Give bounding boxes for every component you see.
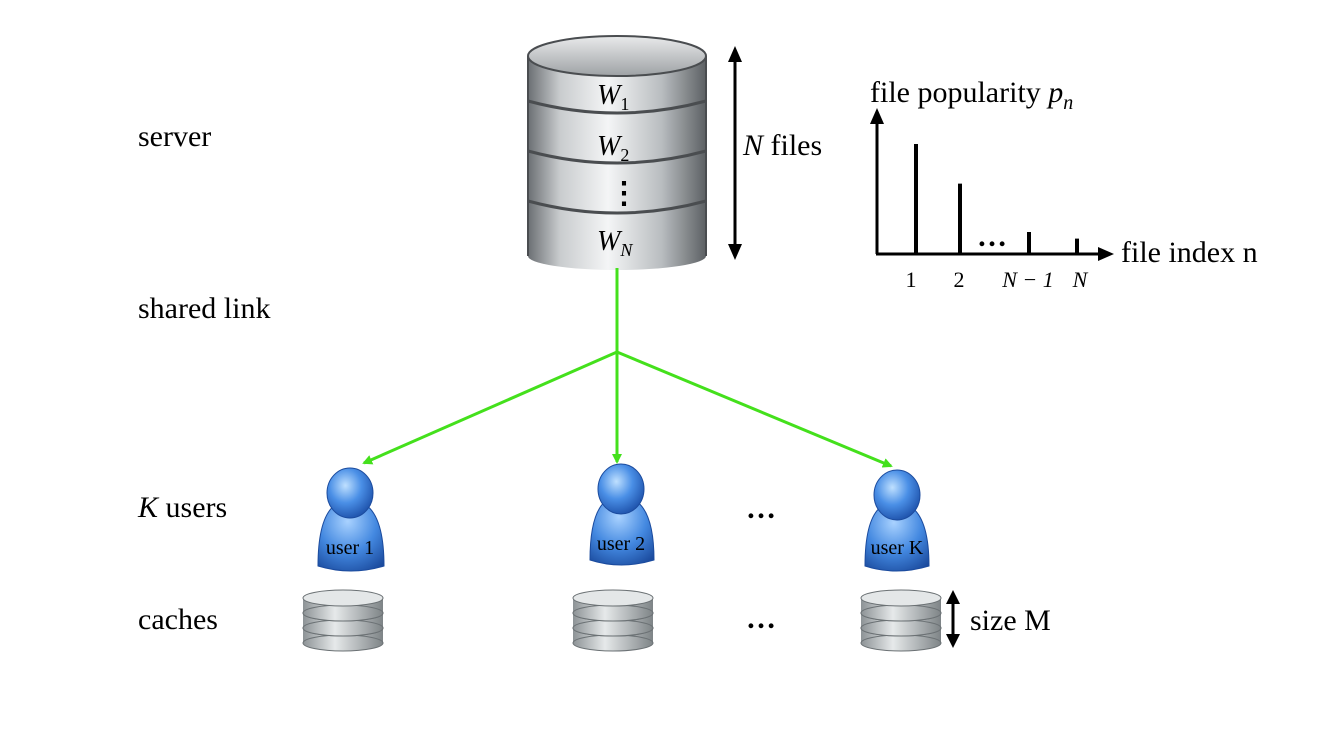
- shared-link-lines: [362, 268, 893, 468]
- k-users-row-label: K users: [137, 491, 227, 524]
- server-database-icon: [527, 35, 707, 270]
- size-m-double-arrow: [946, 590, 960, 648]
- caches-row-label: caches: [138, 603, 218, 636]
- user-icon: [864, 469, 930, 572]
- n-files-label: N files: [742, 129, 822, 162]
- link-to-user-k: [616, 350, 893, 468]
- popularity-chart-axes: [870, 108, 1114, 261]
- tick-label-n: N: [1072, 267, 1089, 292]
- chart-ellipsis: …: [977, 220, 1007, 253]
- cache-database-icon: [302, 589, 384, 652]
- user-2-label: user 2: [597, 533, 645, 555]
- size-m-label: size M: [970, 604, 1051, 637]
- user-k-label: user K: [871, 537, 924, 559]
- caches: [302, 589, 942, 652]
- server-row-label: server: [138, 120, 211, 153]
- x-axis-arrowhead: [1098, 247, 1114, 261]
- caches-ellipsis: …: [746, 602, 776, 635]
- x-axis-label: file index n: [1121, 236, 1258, 269]
- users-text: users: [158, 491, 227, 524]
- popularity-bars: [914, 144, 1079, 254]
- tick-label-n-minus-1: N − 1: [1001, 267, 1054, 292]
- file-w1-label: W1: [597, 80, 629, 114]
- user-1: user 1: [317, 467, 385, 572]
- popularity-chart-title: file popularity pn: [870, 76, 1073, 114]
- cache-database-icon: [860, 589, 942, 652]
- cache-database-icon: [572, 589, 654, 652]
- n-files-double-arrow: [728, 46, 742, 260]
- users-ellipsis: …: [746, 492, 776, 525]
- link-to-user-1: [362, 350, 618, 465]
- k-variable: K: [137, 491, 160, 524]
- shared-link-row-label: shared link: [138, 292, 270, 325]
- files-vdots: ⋮: [609, 177, 639, 210]
- file-w2-label: W2: [597, 131, 629, 165]
- user-icon: [589, 463, 655, 566]
- y-axis-arrowhead: [870, 108, 884, 124]
- tick-label-1: 1: [906, 267, 917, 292]
- file-wn-label: WN: [597, 226, 633, 260]
- tick-label-2: 2: [954, 267, 965, 292]
- user-icon: [317, 467, 385, 572]
- user-1-label: user 1: [326, 537, 374, 559]
- user-2: user 2: [589, 463, 655, 566]
- user-k: user K: [864, 469, 930, 572]
